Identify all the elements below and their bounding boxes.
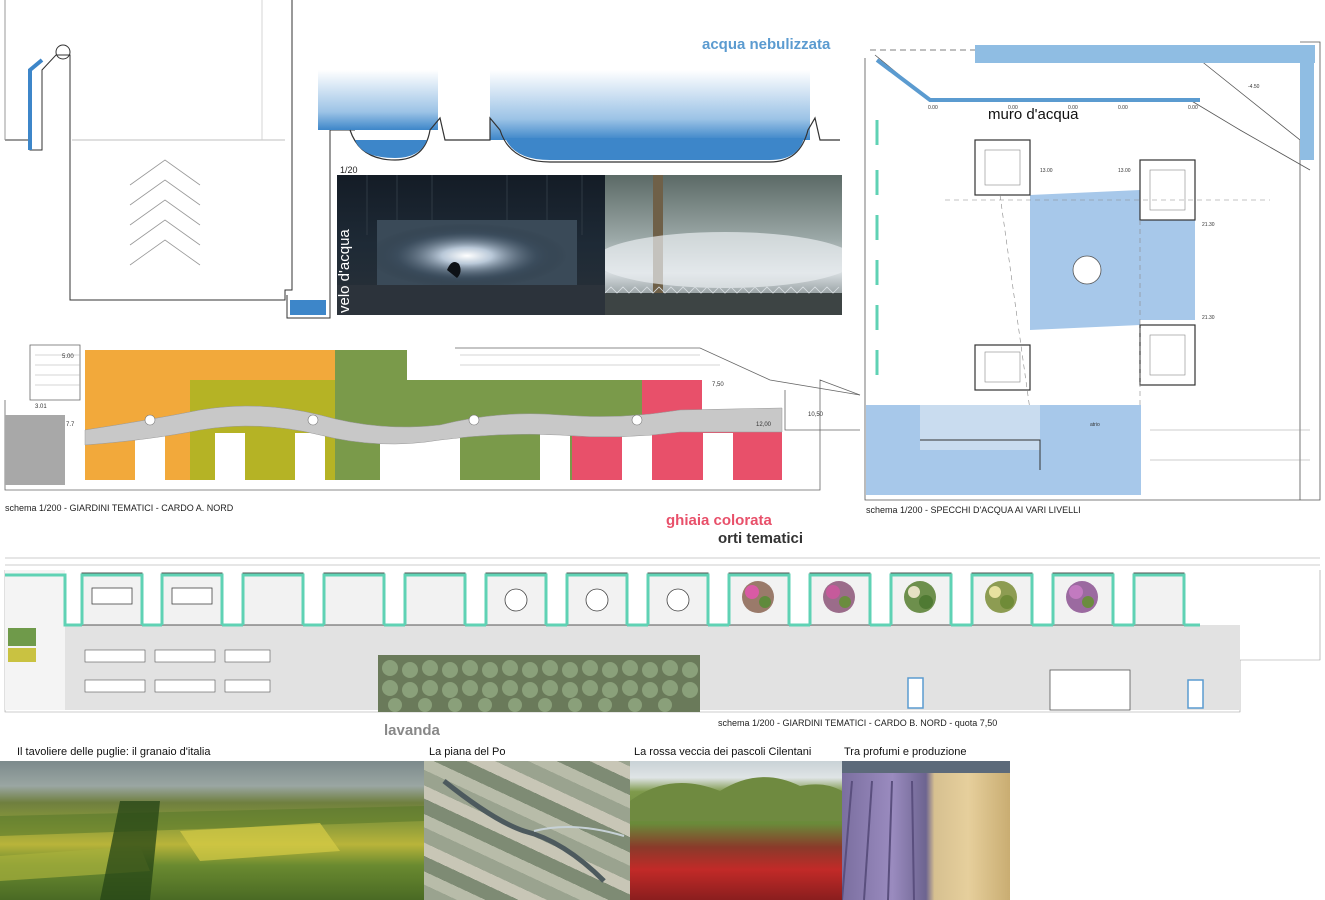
water-wall-label: muro d'acqua [988,106,1079,123]
dim-9: 21.30 [1202,315,1215,321]
dim-a4: 7,50 [712,382,724,388]
dim-a5: 10,50 [808,412,824,418]
po-plain-aerial-photo [424,761,630,900]
dim-a6: 12,00 [756,422,772,428]
night-water-veil-photo [337,175,605,315]
dim-8: 21.30 [1202,222,1215,228]
photo-caption-2: La piana del Po [429,746,506,758]
gravel-label: ghiaia colorata [666,512,772,529]
dim-6: 13.00 [1040,168,1053,174]
lavender-label: lavanda [384,722,440,739]
dim-2: 0.00 [1008,105,1018,111]
scale-label: 1/20 [340,165,358,175]
gardens-label: orti tematici [718,530,804,547]
cardo-a-plan [4,344,861,491]
water-levels-plan [864,41,1321,501]
dim-a3: 7.7 [66,422,75,428]
dim-5: 0.00 [1188,105,1198,111]
po-photo-drawing [442,779,625,883]
dim-a2: 3.01 [35,404,47,410]
dim-3: 0.00 [1068,105,1078,111]
vetch-photo-drawing [630,777,842,821]
cardo-b-plan [4,557,1321,713]
dim-a1: 5.00 [62,354,74,360]
puglia-landscape-photo [0,761,424,900]
red-vetch-photo [630,761,842,900]
lavender-wheat-drawing [842,761,1010,900]
mist-photo-drawing [605,175,842,315]
lavender-wheat-photo [842,761,1010,900]
cardo-a-caption: schema 1/200 - GIARDINI TEMATICI - CARDO… [5,503,234,513]
water-levels-caption: schema 1/200 - SPECCHI D'ACQUA AI VARI L… [866,505,1081,515]
photo-caption-1: Il tavoliere delle puglie: il granaio d'… [17,746,211,758]
cardo-b-caption: schema 1/200 - GIARDINI TEMATICI - CARDO… [718,718,998,728]
mist-photo [605,175,842,315]
dim-10: -4.50 [1248,84,1260,90]
water-section-drawing [4,0,840,319]
photo-caption-4: Tra profumi e produzione [844,746,967,758]
dim-4: 0.00 [1118,105,1128,111]
water-mist-label: acqua nebulizzata [702,36,831,53]
dim-1: 0.00 [928,105,938,111]
night-photo-drawing [337,175,605,315]
dim-7: 13.00 [1118,168,1131,174]
atrio-label: atrio [1090,422,1100,428]
puglia-photo-drawing [0,801,424,900]
photo-caption-3: La rossa veccia dei pascoli Cilentani [634,746,812,758]
